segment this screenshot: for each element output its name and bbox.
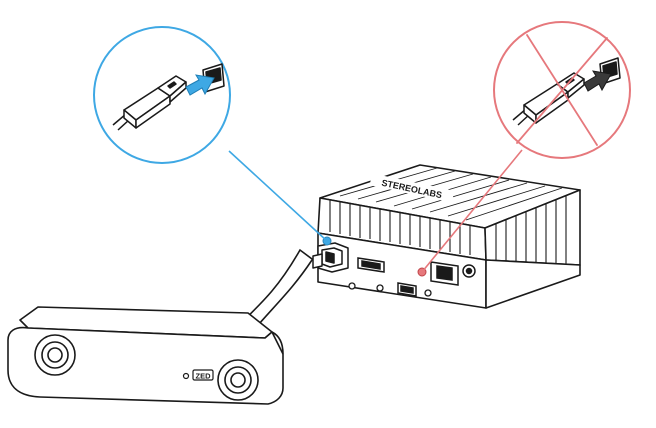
- wrong-callout-leader: [421, 149, 523, 273]
- jetson-device: [317, 164, 581, 309]
- correct-callout: [93, 26, 231, 164]
- hdmi-port: [357, 257, 385, 273]
- incorrect-callout: [493, 21, 631, 159]
- camera-logo-badge: [192, 369, 214, 381]
- zed-camera: [7, 306, 284, 405]
- insert-arrow-gray-icon: [583, 70, 612, 92]
- camera-logo: ZED: [196, 371, 212, 380]
- screw-holes: [348, 282, 432, 297]
- correct-callout-leader: [228, 150, 328, 242]
- camera-left-lens: [34, 334, 76, 376]
- cross-out-icon: [516, 34, 608, 146]
- wrong-usb-port: [397, 282, 417, 297]
- camera-right-lens: [217, 359, 259, 401]
- ethernet-port: [430, 261, 459, 286]
- insert-arrow-icon: [185, 74, 215, 96]
- power-jack: [462, 264, 476, 278]
- correct-usb-port-with-plug: [312, 242, 349, 273]
- camera-status-led: [182, 372, 190, 380]
- heatsink-fins-right: [495, 196, 567, 264]
- heatsink-fins-left: [329, 200, 471, 255]
